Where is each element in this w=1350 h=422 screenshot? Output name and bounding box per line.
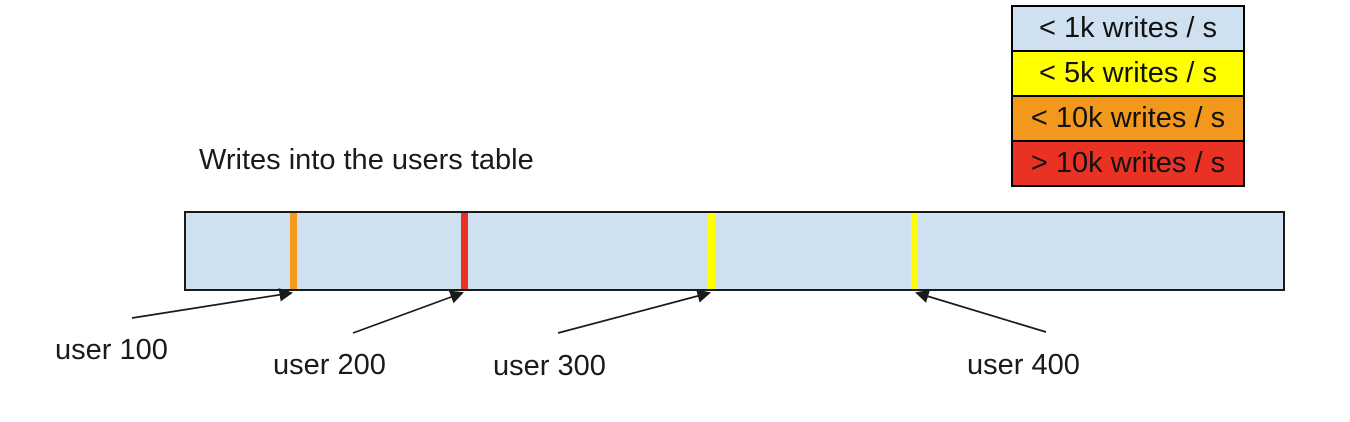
arrow-user-200: [352, 290, 464, 334]
legend-item-lt-1k: < 1k writes / s: [1011, 5, 1245, 52]
label-user-400: user 400: [967, 349, 1080, 381]
legend-item-label: < 5k writes / s: [1038, 57, 1218, 89]
arrow-user-300: [557, 289, 711, 334]
users-table-bar: [184, 211, 1285, 291]
legend-item-label: < 10k writes / s: [1030, 102, 1226, 134]
arrow-user-400: [915, 289, 1047, 333]
legend-item-label: < 1k writes / s: [1038, 12, 1218, 44]
marker-user-200: [461, 213, 468, 289]
label-user-300: user 300: [493, 350, 606, 382]
legend-item-lt-5k: < 5k writes / s: [1011, 50, 1245, 97]
arrow-user-100: [131, 288, 294, 319]
marker-user-400: [911, 213, 918, 289]
legend-item-lt-10k: < 10k writes / s: [1011, 95, 1245, 142]
label-user-200: user 200: [273, 349, 386, 381]
legend: < 1k writes / s < 5k writes / s < 10k wr…: [1011, 5, 1245, 187]
diagram-title: Writes into the users table: [199, 144, 534, 176]
marker-user-300: [708, 213, 715, 289]
label-user-100: user 100: [55, 334, 168, 366]
legend-item-label: > 10k writes / s: [1030, 147, 1226, 179]
marker-user-100: [290, 213, 297, 289]
legend-item-gt-10k: > 10k writes / s: [1011, 140, 1245, 187]
